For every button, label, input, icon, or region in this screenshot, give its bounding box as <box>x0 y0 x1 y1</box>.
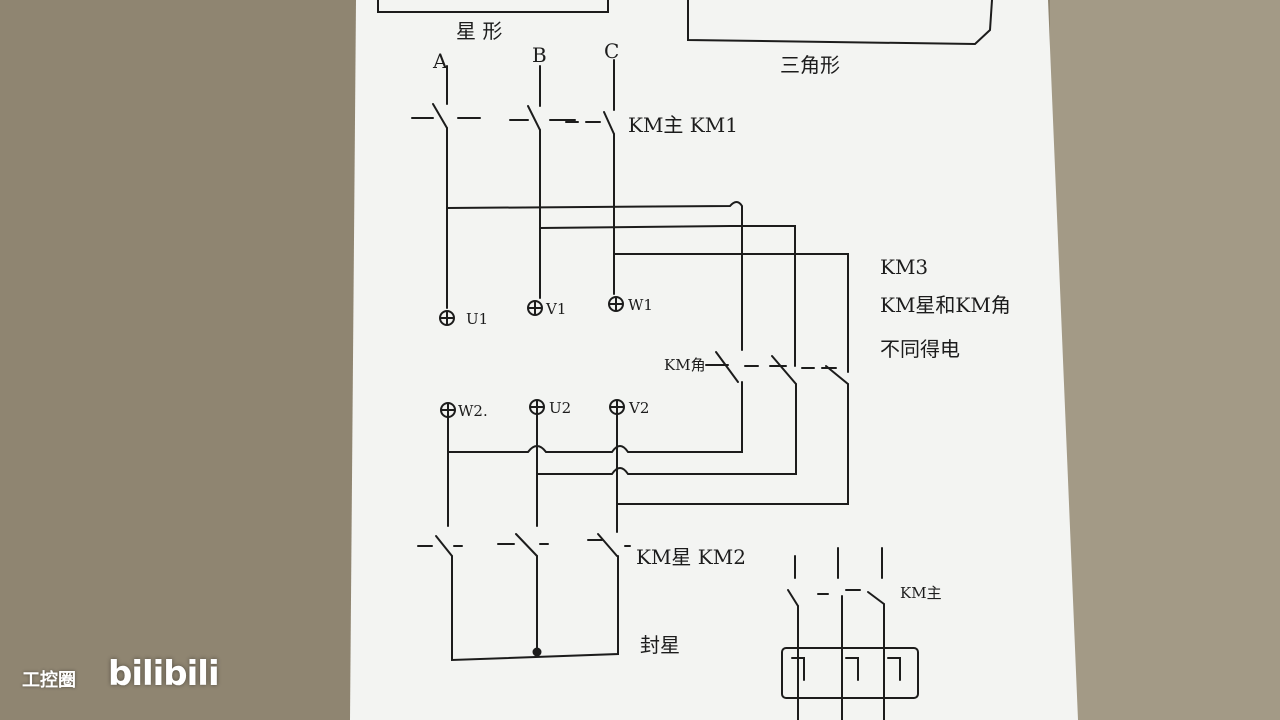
paper-sheet <box>350 0 1078 720</box>
km3-label: KM3 <box>880 255 928 279</box>
feed-b-to-km-delta <box>539 225 796 367</box>
phase-b-label: B <box>532 43 547 67</box>
star-seal-bar <box>451 555 619 662</box>
interlock-note-line1: KM星和KM角 <box>880 293 1011 317</box>
terminal-u1-cross <box>440 311 454 325</box>
w2-label: W2. <box>458 402 488 420</box>
circuit-diagram <box>377 0 993 720</box>
terminal-u2-cross <box>530 400 544 414</box>
bilibili-logo: bilibili <box>108 654 220 694</box>
terminal-w1-cross <box>609 297 623 311</box>
terminal-v2-cross <box>610 400 624 414</box>
star-diagram-box <box>377 0 609 13</box>
km-star-label: KM星 KM2 <box>636 545 746 569</box>
km-main-contact-a <box>411 103 481 129</box>
terminal-v1-cross <box>528 301 542 315</box>
feed-c-to-km-delta <box>613 253 849 373</box>
km-detail-thermal-elements <box>791 657 901 681</box>
interlock-note-line2: 不同得电 <box>880 337 960 361</box>
v1-label: V1 <box>545 300 566 318</box>
km-detail-thermal-box <box>781 647 919 699</box>
km-detail-contacts <box>787 589 885 607</box>
background-wall-right <box>1050 0 1280 720</box>
star-title: 星 形 <box>456 19 502 43</box>
star-seal-label: 封星 <box>640 633 680 657</box>
km-delta-contact-1 <box>705 351 759 383</box>
km-main-contact-c <box>565 111 615 135</box>
km-delta-contact-3 <box>821 365 849 385</box>
delta-title: 三角形 <box>780 53 840 77</box>
channel-watermark: 工控圈 <box>22 670 76 691</box>
km-delta-contact-2 <box>769 355 815 385</box>
km-delta-label: KM角 <box>664 356 706 374</box>
delta-return-1 <box>447 381 743 453</box>
phase-c-label: C <box>604 39 619 63</box>
km-star-contact-2 <box>497 533 549 557</box>
u2-label: U2 <box>549 399 571 417</box>
star-junction-dot <box>532 647 542 657</box>
v2-label: V2 <box>628 399 649 417</box>
km-star-contact-3 <box>587 533 631 557</box>
delta-return-3 <box>616 383 849 505</box>
terminal-w2-cross <box>441 403 455 417</box>
u1-label: U1 <box>466 310 488 328</box>
w1-label: W1 <box>628 296 653 314</box>
km-detail-supply <box>794 547 883 579</box>
feed-a-to-km-delta <box>446 201 743 351</box>
km-star-contact-1 <box>417 535 463 557</box>
km-main-short-label: KM主 <box>900 584 942 602</box>
delta-return-2 <box>536 383 797 475</box>
km-main-contact-b <box>509 105 576 131</box>
km-main-label: KM主 KM1 <box>628 113 738 137</box>
phase-a-label: A <box>432 49 448 73</box>
km-detail-lines <box>797 595 885 720</box>
delta-diagram-box <box>687 0 993 46</box>
